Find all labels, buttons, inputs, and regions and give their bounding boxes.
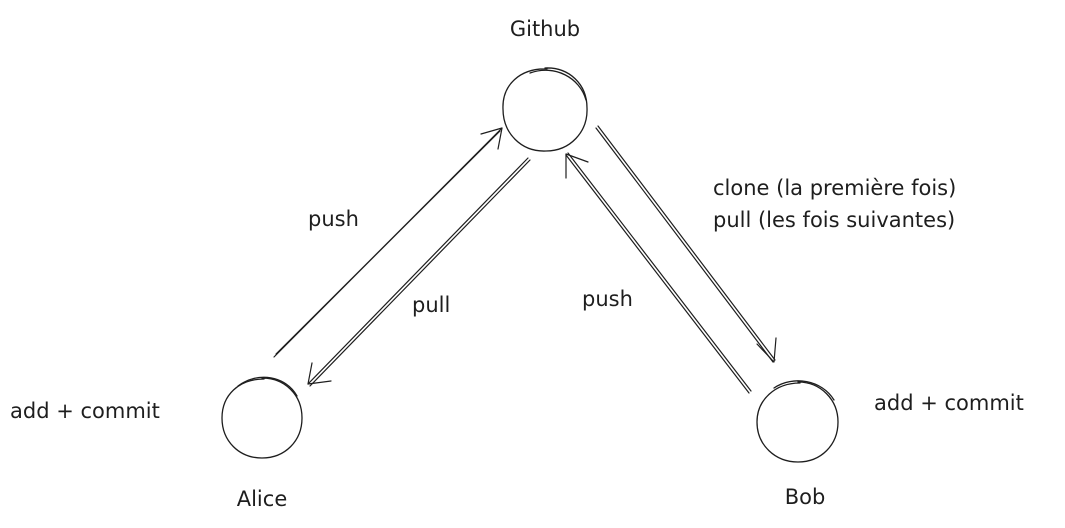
alice-action-note: add + commit [10, 399, 160, 423]
alice-push-label: push [308, 207, 359, 231]
bob-push-arrow [565, 152, 752, 394]
github-label: Github [510, 17, 580, 41]
alice-label: Alice [237, 487, 288, 511]
alice-pull-label: pull [412, 293, 450, 317]
bob-pull-label-line1: clone (la première fois) [713, 176, 956, 200]
bob-pull-arrow [595, 125, 777, 363]
bob-label: Bob [785, 485, 826, 509]
bob-pull-label-line2: pull (les fois suivantes) [713, 208, 955, 232]
alice-node [221, 376, 303, 459]
alice-pull-arrow [307, 157, 531, 387]
alice-push-arrow [273, 127, 503, 358]
bob-node [756, 380, 839, 463]
bob-push-label: push [582, 287, 633, 311]
bob-action-note: add + commit [874, 391, 1024, 415]
github-node [502, 67, 588, 152]
